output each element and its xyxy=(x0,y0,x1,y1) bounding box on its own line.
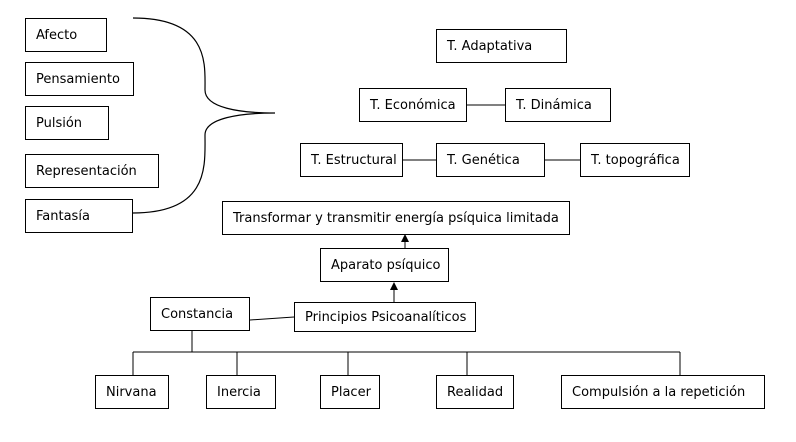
box-transformar: Transformar y transmitir energía psíquic… xyxy=(222,201,570,235)
box-compulsion-repeticion: Compulsión a la repetición xyxy=(561,375,765,409)
box-t-topografica: T. topográfica xyxy=(580,143,690,177)
box-principios-psicoanaliticos: Principios Psicoanalíticos xyxy=(294,302,476,332)
curly-brace xyxy=(132,17,276,214)
box-constancia: Constancia xyxy=(150,297,250,331)
box-placer: Placer xyxy=(320,375,380,409)
box-nirvana: Nirvana xyxy=(95,375,169,409)
box-t-adaptativa: T. Adaptativa xyxy=(436,29,567,63)
box-pulsion: Pulsión xyxy=(25,106,109,140)
box-representacion: Representación xyxy=(25,154,159,188)
box-inercia: Inercia xyxy=(206,375,276,409)
box-afecto: Afecto xyxy=(25,18,107,52)
box-t-economica: T. Económica xyxy=(359,88,467,122)
box-fantasia: Fantasía xyxy=(25,199,133,233)
box-pensamiento: Pensamiento xyxy=(25,62,134,96)
box-t-estructural: T. Estructural xyxy=(300,143,403,177)
box-t-genetica: T. Genética xyxy=(436,143,545,177)
connector-constancia-principios xyxy=(249,316,295,321)
box-t-dinamica: T. Dinámica xyxy=(505,88,611,122)
box-aparato-psiquico: Aparato psíquico xyxy=(320,248,449,282)
box-realidad: Realidad xyxy=(436,375,514,409)
